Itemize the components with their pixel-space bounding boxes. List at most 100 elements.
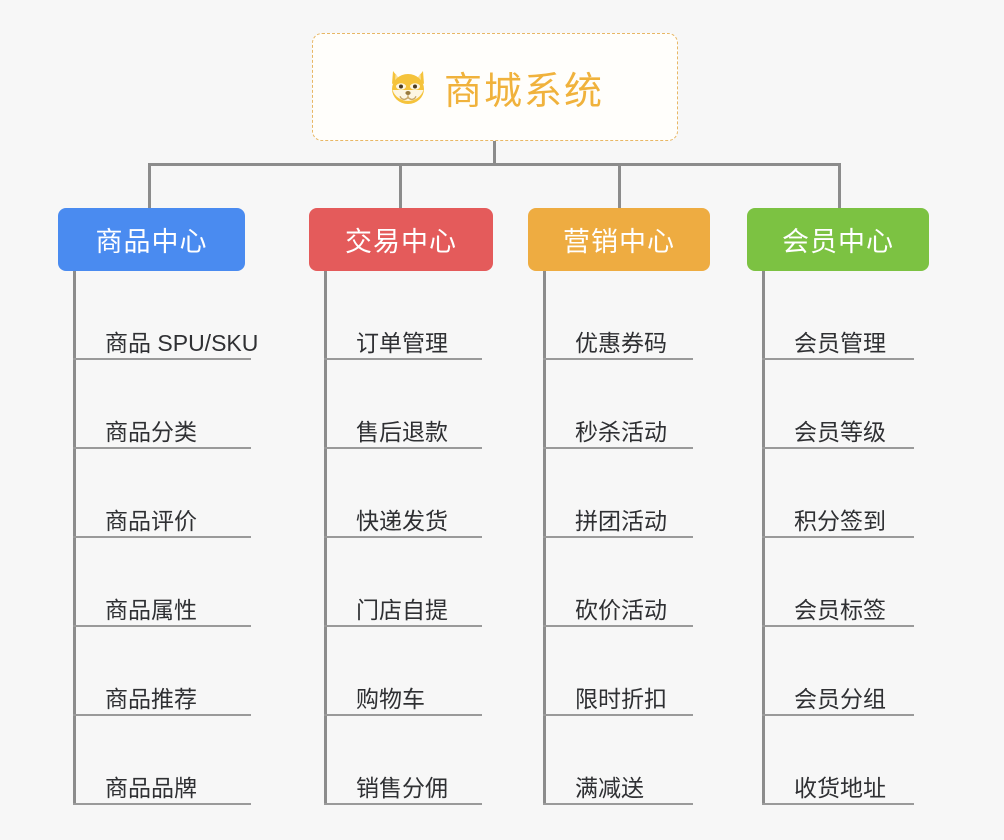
category-header-2[interactable]: 交易中心	[309, 208, 493, 271]
leaf-item-label: 商品品牌	[105, 774, 197, 801]
leaf-item-label: 售后退款	[356, 418, 448, 445]
leaf-item[interactable]: 满减送	[543, 716, 710, 805]
branch-area: 订单管理售后退款快递发货门店自提购物车销售分佣	[324, 271, 493, 805]
leaf-item[interactable]: 商品评价	[73, 449, 251, 538]
category-header-label: 营销中心	[563, 227, 675, 257]
leaf-item[interactable]: 会员分组	[762, 627, 929, 716]
leaf-item-label: 收货地址	[794, 774, 886, 801]
leaf-item[interactable]: 秒杀活动	[543, 360, 710, 449]
leaf-item[interactable]: 商品属性	[73, 538, 251, 627]
connector-trunk	[73, 271, 76, 805]
category-column: 营销中心优惠券码秒杀活动拼团活动砍价活动限时折扣满减送	[528, 208, 710, 805]
leaf-item-underline	[762, 536, 914, 538]
leaf-item-underline	[543, 536, 693, 538]
connector-root-stem	[493, 141, 496, 166]
leaf-item[interactable]: 商品分类	[73, 360, 251, 449]
leaf-item-label: 商品 SPU/SKU	[105, 329, 259, 356]
category-column: 商品中心商品 SPU/SKU 商品分类商品评价商品属性商品推荐商品品牌	[58, 208, 258, 805]
leaf-item-label: 购物车	[356, 685, 425, 712]
leaf-item-label: 快递发货	[356, 507, 448, 534]
leaf-item-label: 会员标签	[794, 596, 886, 623]
leaf-item[interactable]: 门店自提	[324, 538, 493, 627]
category-header-label: 交易中心	[345, 227, 457, 257]
leaf-item-label: 门店自提	[356, 596, 448, 623]
leaf-item[interactable]: 会员标签	[762, 538, 929, 627]
leaf-item[interactable]: 限时折扣	[543, 627, 710, 716]
leaf-item-underline	[762, 714, 914, 716]
leaf-item-label: 拼团活动	[575, 507, 667, 534]
leaf-item[interactable]: 购物车	[324, 627, 493, 716]
leaf-item-label: 商品属性	[105, 596, 197, 623]
category-header-1[interactable]: 商品中心	[58, 208, 245, 271]
leaf-item-label: 优惠券码	[575, 329, 667, 356]
leaf-item-label: 砍价活动	[575, 596, 667, 623]
leaf-item-underline	[324, 625, 482, 627]
leaf-item[interactable]: 拼团活动	[543, 449, 710, 538]
leaf-item[interactable]: 快递发货	[324, 449, 493, 538]
root-node-title: 商城系统	[443, 70, 604, 113]
connector-trunk	[543, 271, 546, 805]
leaf-item[interactable]: 销售分佣	[324, 716, 493, 805]
shiba-dog-face-icon	[386, 65, 430, 109]
leaf-item[interactable]: 会员等级	[762, 360, 929, 449]
category-header-4[interactable]: 会员中心	[747, 208, 929, 271]
leaf-item-underline	[543, 447, 693, 449]
category-header-label: 会员中心	[782, 227, 894, 257]
leaf-item[interactable]: 会员管理	[762, 271, 929, 360]
leaf-item-underline	[73, 447, 251, 449]
leaf-item-underline	[324, 358, 482, 360]
leaf-item-underline	[543, 358, 693, 360]
leaf-item-underline	[762, 625, 914, 627]
leaf-item[interactable]: 砍价活动	[543, 538, 710, 627]
leaf-item-underline	[73, 358, 251, 360]
leaf-item-label: 商品推荐	[105, 685, 197, 712]
leaf-item[interactable]: 优惠券码	[543, 271, 710, 360]
connector-trunk	[324, 271, 327, 805]
leaf-item-label: 会员管理	[794, 329, 886, 356]
leaf-item[interactable]: 收货地址	[762, 716, 929, 805]
connector-drop-1	[148, 163, 151, 209]
leaf-item-underline	[762, 803, 914, 805]
leaf-item-underline	[543, 625, 693, 627]
leaf-item-underline	[543, 803, 693, 805]
leaf-item[interactable]: 商品 SPU/SKU	[73, 271, 258, 360]
leaf-item-underline	[762, 447, 914, 449]
category-header-3[interactable]: 营销中心	[528, 208, 710, 271]
leaf-item[interactable]: 订单管理	[324, 271, 493, 360]
leaf-item-label: 会员等级	[794, 418, 886, 445]
leaf-item-underline	[324, 803, 482, 805]
category-column: 会员中心会员管理会员等级积分签到会员标签会员分组收货地址	[747, 208, 929, 805]
leaf-item[interactable]: 积分签到	[762, 449, 929, 538]
branch-area: 会员管理会员等级积分签到会员标签会员分组收货地址	[762, 271, 929, 805]
leaf-item[interactable]: 商品品牌	[73, 716, 251, 805]
leaf-item[interactable]: 商品推荐	[73, 627, 251, 716]
leaf-item-label: 满减送	[575, 774, 644, 801]
leaf-item-label: 商品评价	[105, 507, 197, 534]
leaf-item-label: 限时折扣	[575, 685, 667, 712]
leaf-item[interactable]: 售后退款	[324, 360, 493, 449]
leaf-item-underline	[73, 536, 251, 538]
leaf-item-label: 商品分类	[105, 418, 197, 445]
root-node-mall-system[interactable]: 商城系统	[312, 33, 678, 141]
leaf-item-underline	[324, 714, 482, 716]
connector-drop-3	[618, 163, 621, 209]
leaf-item-label: 销售分佣	[356, 774, 448, 801]
connector-drop-4	[838, 163, 841, 209]
branch-area: 商品 SPU/SKU 商品分类商品评价商品属性商品推荐商品品牌	[73, 271, 258, 805]
leaf-item-underline	[543, 714, 693, 716]
leaf-item-label: 秒杀活动	[575, 418, 667, 445]
connector-horizontal-bus	[148, 163, 841, 166]
leaf-item-label: 会员分组	[794, 685, 886, 712]
leaf-item-underline	[73, 625, 251, 627]
category-column: 交易中心订单管理售后退款快递发货门店自提购物车销售分佣	[309, 208, 493, 805]
leaf-item-label: 订单管理	[356, 329, 448, 356]
leaf-item-label: 积分签到	[794, 507, 886, 534]
leaf-item-underline	[73, 714, 251, 716]
leaf-item-underline	[324, 447, 482, 449]
connector-drop-2	[399, 163, 402, 209]
category-header-label: 商品中心	[95, 227, 208, 257]
branch-area: 优惠券码秒杀活动拼团活动砍价活动限时折扣满减送	[543, 271, 710, 805]
leaf-item-underline	[324, 536, 482, 538]
leaf-item-underline	[73, 803, 251, 805]
